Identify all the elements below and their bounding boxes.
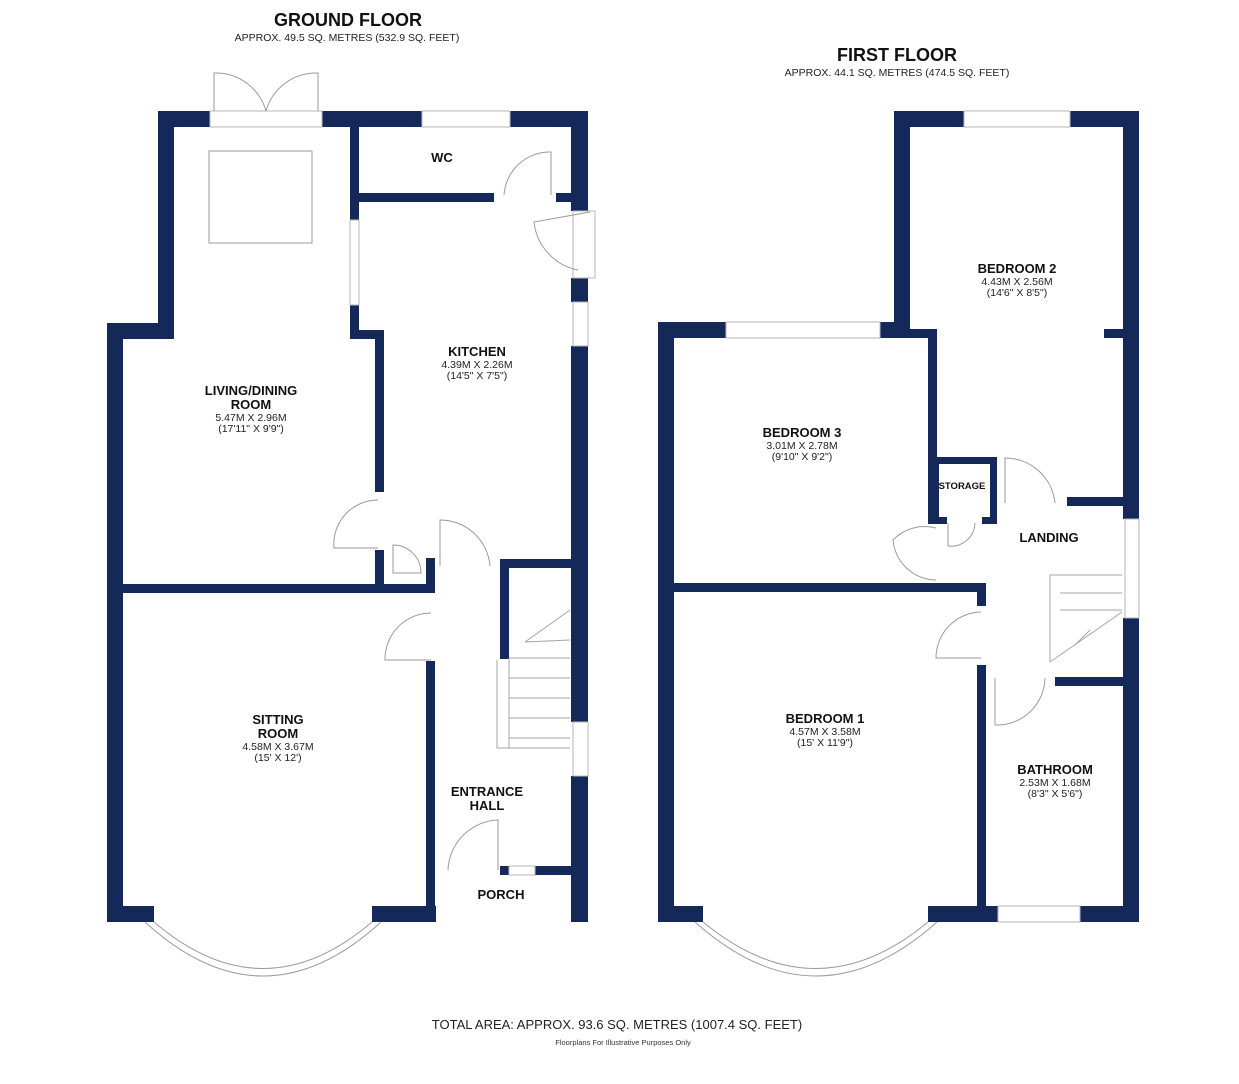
- bedroom-1-label: BEDROOM 1: [786, 711, 865, 726]
- bedroom-2-label: BEDROOM 2: [978, 261, 1057, 276]
- ground-floor-walls: [107, 111, 588, 922]
- sitting-room-label-line2: ROOM: [258, 726, 298, 741]
- bedroom-1-dimensions-metric: 4.57M X 3.58M: [789, 726, 860, 738]
- ground-floor-area: APPROX. 49.5 SQ. METRES (532.9 SQ. FEET): [235, 32, 460, 44]
- ground-floor-plan: [107, 72, 596, 977]
- kitchen-dimensions-imperial: (14'5" X 7'5"): [447, 370, 508, 382]
- bathroom-dimensions-imperial: (8'3" X 5'6"): [1028, 788, 1083, 800]
- bedroom-3-dimensions-metric: 3.01M X 2.78M: [766, 440, 837, 452]
- disclaimer: Floorplans For Illustrative Purposes Onl…: [555, 1038, 691, 1047]
- sitting-room-bay-window: [144, 921, 382, 977]
- first-floor-plan: [658, 110, 1140, 977]
- ground-floor-doors: [333, 151, 591, 871]
- wc-label: WC: [431, 150, 453, 165]
- bathroom-dimensions-metric: 2.53M X 1.68M: [1019, 777, 1090, 789]
- landing-label: LANDING: [1019, 530, 1078, 545]
- bedroom-2-dimensions-imperial: (14'6" X 8'5"): [987, 287, 1048, 299]
- porch-label: PORCH: [478, 887, 525, 902]
- first-floor-area: APPROX. 44.1 SQ. METRES (474.5 SQ. FEET): [785, 67, 1010, 79]
- ground-floor-title: GROUND FLOOR: [274, 10, 422, 30]
- bedroom-3-label: BEDROOM 3: [763, 425, 842, 440]
- living-room-dimensions-metric: 5.47M X 2.96M: [215, 412, 286, 424]
- bedroom-3-dimensions-imperial: (9'10" X 9'2"): [772, 451, 833, 463]
- bedroom-2-dimensions-metric: 4.43M X 2.56M: [981, 276, 1052, 288]
- bedroom-1-dimensions-imperial: (15' X 11'9"): [797, 737, 853, 749]
- first-floor-doors: [892, 457, 1056, 726]
- first-floor-stairs: [1049, 574, 1123, 663]
- living-room-label-line2: ROOM: [231, 397, 271, 412]
- first-floor-windows: [725, 110, 1140, 923]
- french-doors-icon: [209, 72, 323, 128]
- ground-floor-stairs: [496, 609, 571, 749]
- first-floor-title: FIRST FLOOR: [837, 45, 957, 65]
- kitchen-dimensions-metric: 4.39M X 2.26M: [441, 359, 512, 371]
- bedroom-1-bay-window: [694, 921, 938, 977]
- entrance-hall-label-line2: HALL: [470, 798, 505, 813]
- bathroom-label: BATHROOM: [1017, 762, 1093, 777]
- ground-floor-windows: [349, 110, 596, 876]
- living-room-label-line1: LIVING/DINING: [205, 383, 297, 398]
- storage-label: STORAGE: [939, 481, 986, 492]
- kitchen-label: KITCHEN: [448, 344, 506, 359]
- living-room-dimensions-imperial: (17'11" X 9'9"): [218, 423, 284, 435]
- entrance-hall-label-line1: ENTRANCE: [451, 784, 524, 799]
- skylight-icon: [208, 150, 313, 244]
- sitting-room-dimensions-metric: 4.58M X 3.67M: [242, 741, 313, 753]
- sitting-room-dimensions-imperial: (15' X 12'): [254, 752, 301, 764]
- sitting-room-label-line1: SITTING: [252, 712, 303, 727]
- total-area: TOTAL AREA: APPROX. 93.6 SQ. METRES (100…: [432, 1017, 802, 1032]
- first-floor-walls: [658, 111, 1139, 922]
